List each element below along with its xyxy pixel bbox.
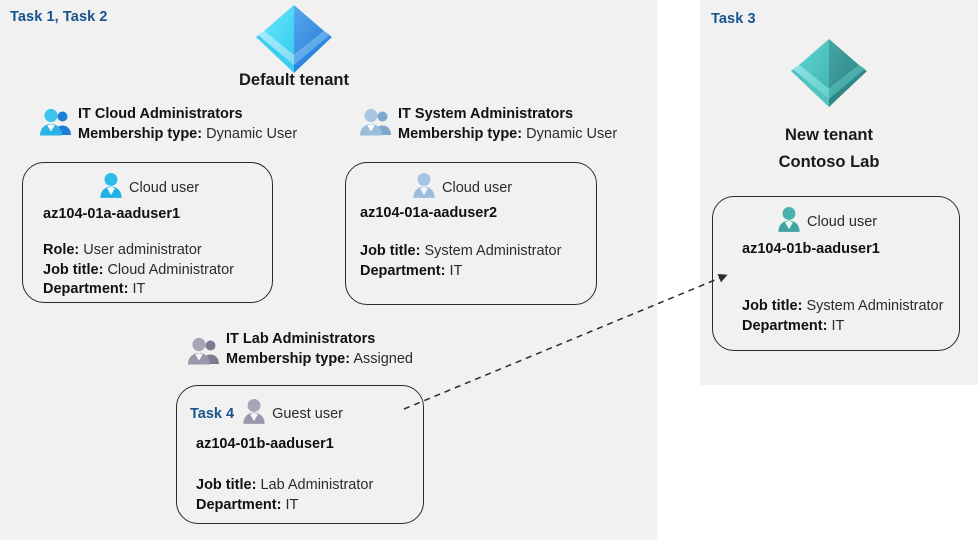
attribute-label: Job title: <box>742 298 803 314</box>
guest-user-icon <box>242 398 266 429</box>
card-attributes: Role: User administrator Job title: Clou… <box>43 241 234 300</box>
group-people-icon <box>38 108 72 136</box>
card-user-type: Guest user <box>272 405 343 422</box>
attribute-row: Department: IT <box>196 496 373 516</box>
azure-tenant-icon <box>252 3 336 77</box>
card-head: Cloud user <box>412 172 512 203</box>
default-tenant-title: Default tenant <box>238 71 349 89</box>
attribute-label: Department: <box>742 317 828 334</box>
cloud-user-icon <box>412 172 436 203</box>
group-name: IT Lab Administrators <box>226 331 376 347</box>
card-attributes: Job title: Lab Administrator Department:… <box>196 476 373 515</box>
card-head: Task 4 Guest user <box>190 398 343 429</box>
user-card-az104-01a-aaduser2[interactable]: Cloud user az104-01a-aaduser2 Job title:… <box>345 162 597 305</box>
membership-label: Membership type: <box>226 351 351 367</box>
task-label-inline: Task 4 <box>190 405 235 422</box>
azure-tenant-icon <box>787 37 871 111</box>
attribute-value: Cloud Administrator <box>107 261 234 278</box>
attribute-row: Job title: Lab Administrator <box>196 476 373 496</box>
cloud-user-icon <box>777 206 801 237</box>
group-heading-it-lab-administrators: IT Lab Administrators Membership type: A… <box>226 330 413 370</box>
task-label-left: Task 1, Task 2 <box>10 9 108 25</box>
group-heading-it-cloud-administrators: IT Cloud Administrators Membership type:… <box>78 105 297 145</box>
card-user-type: Cloud user <box>807 213 878 230</box>
card-attributes: Job title: System Administrator Departme… <box>360 242 561 281</box>
task-label-right: Task 3 <box>711 11 756 27</box>
attribute-value: IT <box>449 262 463 279</box>
attribute-row: Department: IT <box>360 262 561 282</box>
user-card-az104-01a-aaduser1[interactable]: Cloud user az104-01a-aaduser1 Role: User… <box>22 162 273 303</box>
attribute-row: Job title: Cloud Administrator <box>43 261 234 281</box>
group-membership: Membership type: Assigned <box>226 349 413 370</box>
attribute-row: Department: IT <box>43 280 234 300</box>
card-head: Cloud user <box>99 172 199 203</box>
attribute-row: Job title: System Administrator <box>360 242 561 262</box>
new-tenant-title-line2: Contoso Lab <box>778 153 880 171</box>
membership-value: Assigned <box>353 351 413 367</box>
attribute-row: Job title: System Administrator <box>742 297 943 317</box>
membership-label: Membership type: <box>78 126 203 142</box>
membership-label: Membership type: <box>398 126 523 142</box>
attribute-label: Role: <box>43 242 80 258</box>
membership-value: Dynamic User <box>526 126 618 142</box>
group-people-icon <box>186 337 220 365</box>
attribute-value: IT <box>285 496 299 513</box>
group-people-icon <box>358 108 392 136</box>
attribute-label: Department: <box>196 496 282 513</box>
attribute-value: System Administrator <box>806 298 944 314</box>
attribute-value: User administrator <box>83 242 202 258</box>
attribute-value: IT <box>831 317 845 334</box>
attribute-value: IT <box>132 281 146 297</box>
attribute-label: Job title: <box>196 477 257 493</box>
group-name: IT System Administrators <box>398 106 574 122</box>
new-tenant-title-line1: New tenant <box>784 126 873 144</box>
group-membership: Membership type: Dynamic User <box>398 124 617 145</box>
attribute-label: Department: <box>43 281 129 297</box>
attribute-label: Job title: <box>43 261 104 278</box>
attribute-row: Role: User administrator <box>43 241 234 261</box>
card-user-type: Cloud user <box>442 179 513 196</box>
card-user-type: Cloud user <box>129 179 200 196</box>
attribute-label: Job title: <box>360 243 421 259</box>
card-attributes: Job title: System Administrator Departme… <box>742 297 943 336</box>
attribute-row: Department: IT <box>742 317 943 337</box>
group-name: IT Cloud Administrators <box>78 106 243 122</box>
group-heading-it-system-administrators: IT System Administrators Membership type… <box>398 105 617 145</box>
user-card-new-tenant-az104-01b-aaduser1[interactable]: Cloud user az104-01b-aaduser1 Job title:… <box>712 196 960 351</box>
attribute-value: Lab Administrator <box>260 477 374 493</box>
card-username: az104-01b-aaduser1 <box>742 241 880 257</box>
user-card-guest-az104-01b-aaduser1[interactable]: Task 4 Guest user az104-01b-aaduser1 Job… <box>176 385 424 524</box>
card-username: az104-01b-aaduser1 <box>196 436 334 452</box>
card-username: az104-01a-aaduser1 <box>43 206 181 222</box>
attribute-label: Department: <box>360 262 446 279</box>
cloud-user-icon <box>99 172 123 203</box>
attribute-value: System Administrator <box>424 243 562 259</box>
membership-value: Dynamic User <box>206 126 298 142</box>
card-head: Cloud user <box>777 206 877 237</box>
card-username: az104-01a-aaduser2 <box>360 205 498 221</box>
group-membership: Membership type: Dynamic User <box>78 124 297 145</box>
